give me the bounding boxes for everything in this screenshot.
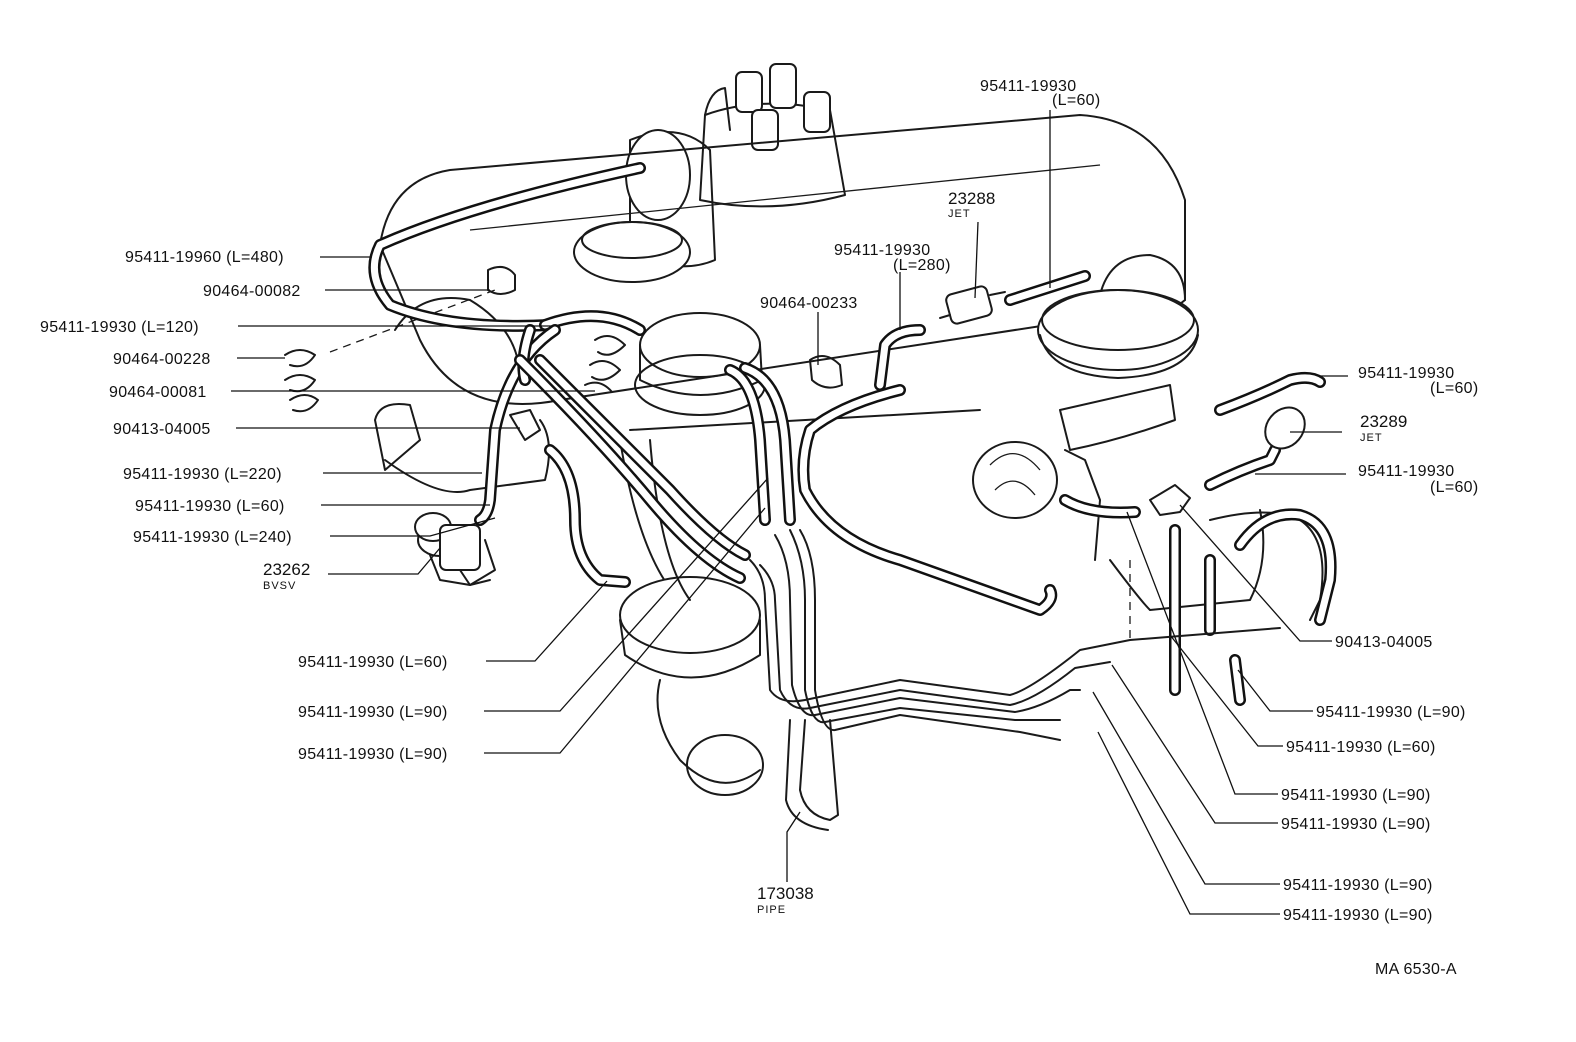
clip-00233 [809,355,843,389]
label-95411-19930-L60-top: 95411-19930 [980,78,1076,95]
clip-dashed-guide [329,289,496,353]
label-23288: 23288 [948,189,995,208]
vacuum-hoses [368,162,1337,706]
leader-lines [231,110,1348,915]
label-95411-19960-L480: 95411-19960 (L=480) [125,249,284,266]
bvsv-valve-body [414,512,491,586]
clip-00081 [584,335,626,393]
valve-cover [379,114,1186,405]
label-95411-19930-L90-r5: 95411-19930 (L=90) [1283,907,1433,924]
label-23289: 23289 [1360,412,1407,431]
label-90413-04005-right: 90413-04005 [1335,634,1433,651]
label-95411-19930-L90-a: 95411-19930 (L=90) [298,704,448,721]
label-173038-sub: PIPE [757,904,786,916]
label-95411-19930-L120: 95411-19930 (L=120) [40,319,199,336]
label-23262: 23262 [263,560,310,579]
label-95411-19930-L60-r1-length: (L=60) [1430,380,1479,397]
vacuum-pipe-bundle [749,529,1281,831]
label-90464-00082: 90464-00082 [203,283,301,300]
diagram-code: MA 6530-A [1375,961,1457,978]
label-90413-04005-left: 90413-04005 [113,421,211,438]
label-95411-19930-L90-b: 95411-19930 (L=90) [298,746,448,763]
label-95411-19930-L90-r1: 95411-19930 (L=90) [1316,704,1466,721]
jet-23289-body [1264,406,1306,450]
label-95411-19930-L280: 95411-19930 [834,242,930,259]
label-95411-19930-L90-r2: 95411-19930 (L=90) [1281,787,1431,804]
label-95411-19930-L60-r3: 95411-19930 (L=60) [1286,739,1436,756]
label-23289-sub: JET [1360,432,1383,444]
label-95411-19930-L60-r2: 95411-19930 [1358,463,1454,480]
tee-right [1149,484,1191,516]
label-23262-sub: BVSV [263,580,296,592]
small-components [284,265,1306,586]
clip-00228 [284,349,319,413]
label-95411-19930-L90-r4: 95411-19930 (L=90) [1283,877,1433,894]
label-95411-19930-L60-top-length: (L=60) [1052,92,1101,109]
jet-23288-body [939,285,1006,325]
label-95411-19930-L220: 95411-19930 (L=220) [123,466,282,483]
label-95411-19930-L90-r3: 95411-19930 (L=90) [1281,816,1431,833]
label-90464-00081: 90464-00081 [109,384,207,401]
label-95411-19930-L60-low: 95411-19930 (L=60) [298,654,448,671]
engine-illustration [329,63,1324,796]
label-95411-19930-L60-r2-length: (L=60) [1430,479,1479,496]
label-90464-00228: 90464-00228 [113,351,211,368]
carburetor-top [634,289,1199,416]
clip-00082 [487,265,516,295]
label-95411-19930-L60-r1: 95411-19930 [1358,365,1454,382]
label-90464-00233: 90464-00233 [760,295,858,312]
part-labels: 95411-19930 (L=60) 23288 JET 95411-19960… [40,78,1479,978]
label-95411-19930-L60-left: 95411-19930 (L=60) [135,498,285,515]
label-173038: 173038 [757,884,814,903]
label-95411-19930-L240: 95411-19930 (L=240) [133,529,292,546]
label-23288-sub: JET [948,208,971,220]
label-95411-19930-L280-length: (L=280) [893,257,951,274]
tee-left [509,409,541,441]
